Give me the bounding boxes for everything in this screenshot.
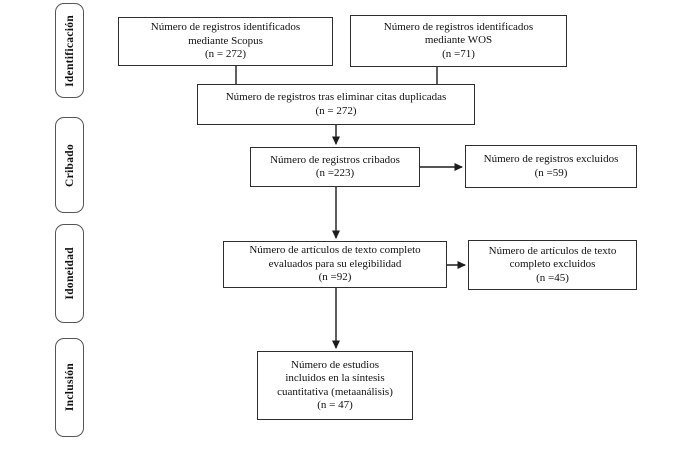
stage-label-text: Idoneidad [63,247,76,300]
box-text: Número de registros identificados median… [383,20,534,60]
box-text: Número de registros identificados median… [150,21,301,61]
stage-label-text: Cribado [63,143,76,187]
box-text: Número de artículos de texto completo ev… [249,244,421,284]
box-records-screened: Número de registros cribados (n =223) [250,147,420,187]
stage-label-idoneidad: Idoneidad [55,224,84,323]
box-records-after-deduplication: Número de registros tras eliminar citas … [197,84,475,125]
box-studies-included: Número de estudios incluidos en la sínte… [257,351,413,420]
box-records-identified-scopus: Número de registros identificados median… [118,17,333,66]
box-text: Número de estudios incluidos en la sínte… [277,358,393,411]
box-fulltext-assessed: Número de artículos de texto completo ev… [223,241,447,288]
box-text: Número de artículos de texto completo ex… [488,244,617,284]
stage-label-text: Identificación [63,14,76,87]
box-text: Número de registros tras eliminar citas … [225,91,447,117]
stage-label-identificacion: Identificación [55,3,84,98]
box-fulltext-excluded: Número de artículos de texto completo ex… [468,240,637,290]
box-records-excluded: Número de registros excluidos (n =59) [465,145,637,188]
stage-label-text: Inclusión [63,363,76,412]
box-records-identified-wos: Número de registros identificados median… [350,15,567,67]
box-text: Número de registros cribados (n =223) [270,153,400,179]
box-text: Número de registros excluidos (n =59) [483,153,619,179]
stage-label-cribado: Cribado [55,117,84,213]
stage-label-inclusion: Inclusión [55,338,84,437]
